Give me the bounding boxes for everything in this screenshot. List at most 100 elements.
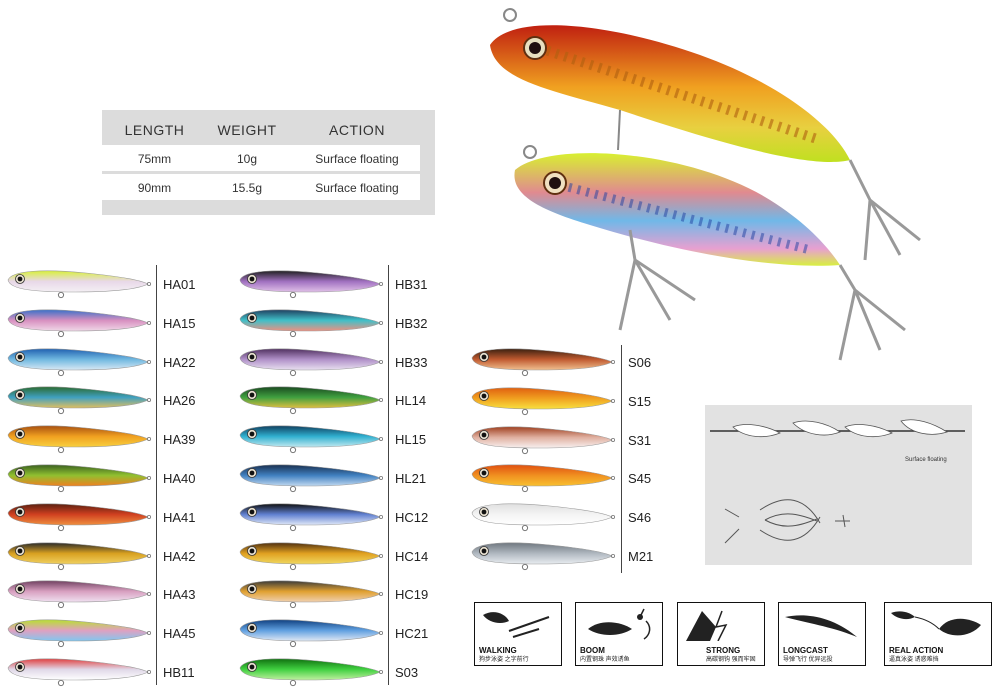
lure-icon	[239, 425, 383, 454]
lure-code: HB33	[395, 355, 428, 370]
lure-swatch	[6, 266, 152, 299]
column-divider	[621, 345, 622, 573]
cell-weight: 10g	[236, 152, 258, 166]
lure-icon	[7, 348, 151, 377]
feature-badge-walking: WALKING 狗步泳姿 之字前行	[474, 602, 562, 666]
lure-code: HC19	[395, 587, 429, 602]
feature-title: LONGCAST	[783, 646, 828, 655]
lure-icon	[7, 658, 151, 687]
lure-swatch	[238, 499, 384, 532]
lure-code: HA01	[163, 277, 196, 292]
lure-swatch	[238, 538, 384, 571]
lure-code: HL15	[395, 432, 427, 447]
column-divider	[156, 265, 157, 685]
cell-action: Surface floating	[315, 152, 399, 166]
lure-icon	[239, 386, 383, 415]
lure-swatch	[238, 266, 384, 299]
lure-icon	[239, 542, 383, 571]
header-weight: WEIGHT	[217, 122, 277, 138]
lure-swatch	[238, 654, 384, 687]
lure-icon	[239, 348, 383, 377]
lure-icon	[239, 580, 383, 609]
feature-title: WALKING	[479, 646, 517, 655]
lure-swatch	[6, 382, 152, 415]
lure-icon	[239, 309, 383, 338]
feature-subtitle: 内置钢珠 声效诱鱼	[580, 657, 630, 663]
lure-icon	[471, 464, 615, 493]
lure-icon	[239, 619, 383, 648]
lure-icon	[239, 270, 383, 299]
lure-code: HA15	[163, 316, 196, 331]
lure-code: S15	[628, 394, 652, 409]
spec-row-bg	[102, 174, 420, 200]
lure-icon	[7, 309, 151, 338]
lure-swatch	[6, 460, 152, 493]
column-divider	[388, 265, 389, 685]
lure-icon	[239, 503, 383, 532]
lure-code: HB31	[395, 277, 428, 292]
lure-code: S06	[628, 355, 652, 370]
lure-code: HA43	[163, 587, 196, 602]
lure-code: HC14	[395, 549, 429, 564]
lure-swatch	[238, 382, 384, 415]
hero-lures-image	[490, 8, 921, 361]
lure-code: HB32	[395, 316, 428, 331]
lure-icon	[471, 503, 615, 532]
cell-action: Surface floating	[315, 181, 399, 195]
lure-icon	[7, 503, 151, 532]
spec-row-1: 75mm 10g Surface floating	[102, 145, 435, 173]
cell-length: 90mm	[137, 181, 172, 195]
strong-icon	[686, 610, 728, 641]
feature-title: REAL ACTION	[889, 646, 944, 655]
lure-code: S31	[628, 433, 652, 448]
lure-icon	[7, 425, 151, 454]
lure-swatch	[6, 499, 152, 532]
feature-badge-real-action: REAL ACTION 逼真泳姿 诱惑难挡	[884, 602, 992, 666]
lure-swatch	[6, 654, 152, 687]
lure-icon	[471, 542, 615, 571]
spec-row-bg	[102, 145, 420, 171]
lure-swatch	[6, 615, 152, 648]
lure-code: HL14	[395, 393, 427, 408]
lure-code: HA39	[163, 432, 196, 447]
lure-icon	[7, 619, 151, 648]
lure-swatch	[470, 499, 616, 532]
lure-icon	[7, 464, 151, 493]
lure-swatch	[238, 305, 384, 338]
lure-icon	[7, 542, 151, 571]
lure-code: M21	[628, 549, 654, 564]
action-label: Surface floating	[905, 457, 947, 463]
lure-code: HB11	[163, 665, 195, 680]
lure-code: S45	[628, 471, 652, 486]
lure-code: HA40	[163, 471, 196, 486]
lure-swatch	[6, 421, 152, 454]
lure-swatch	[470, 383, 616, 416]
lure-swatch	[470, 344, 616, 377]
lure-swatch	[6, 538, 152, 571]
lure-icon	[471, 348, 615, 377]
lure-code: HA42	[163, 549, 196, 564]
feature-badge-longcast: LONGCAST 导弹飞行 优异远投	[778, 602, 866, 666]
cell-length: 75mm	[137, 152, 172, 166]
cell-weight: 15.5g	[231, 181, 263, 195]
lure-code: S46	[628, 510, 652, 525]
boom-icon	[588, 608, 651, 640]
action-diagram-panel: Surface floating	[705, 405, 972, 565]
lure-swatch	[6, 305, 152, 338]
lure-code: HL21	[395, 471, 427, 486]
lure-swatch	[238, 344, 384, 377]
lure-icon	[239, 658, 383, 687]
header-length: LENGTH	[124, 122, 185, 138]
lure-code: HC12	[395, 510, 429, 525]
lure-swatch	[470, 538, 616, 571]
real-action-icon	[891, 611, 981, 636]
lure-code: HC21	[395, 626, 429, 641]
feature-badge-boom: BOOM 内置钢珠 声效诱鱼	[575, 602, 663, 666]
lure-swatch	[470, 422, 616, 455]
swimming-path-diagram	[710, 419, 965, 544]
lure-swatch	[6, 576, 152, 609]
spec-table: LENGTH WEIGHT ACTION 75mm 10g Surface fl…	[102, 110, 435, 215]
lure-swatch	[238, 460, 384, 493]
lure-swatch	[238, 421, 384, 454]
feature-subtitle: 导弹飞行 优异远投	[783, 657, 833, 663]
